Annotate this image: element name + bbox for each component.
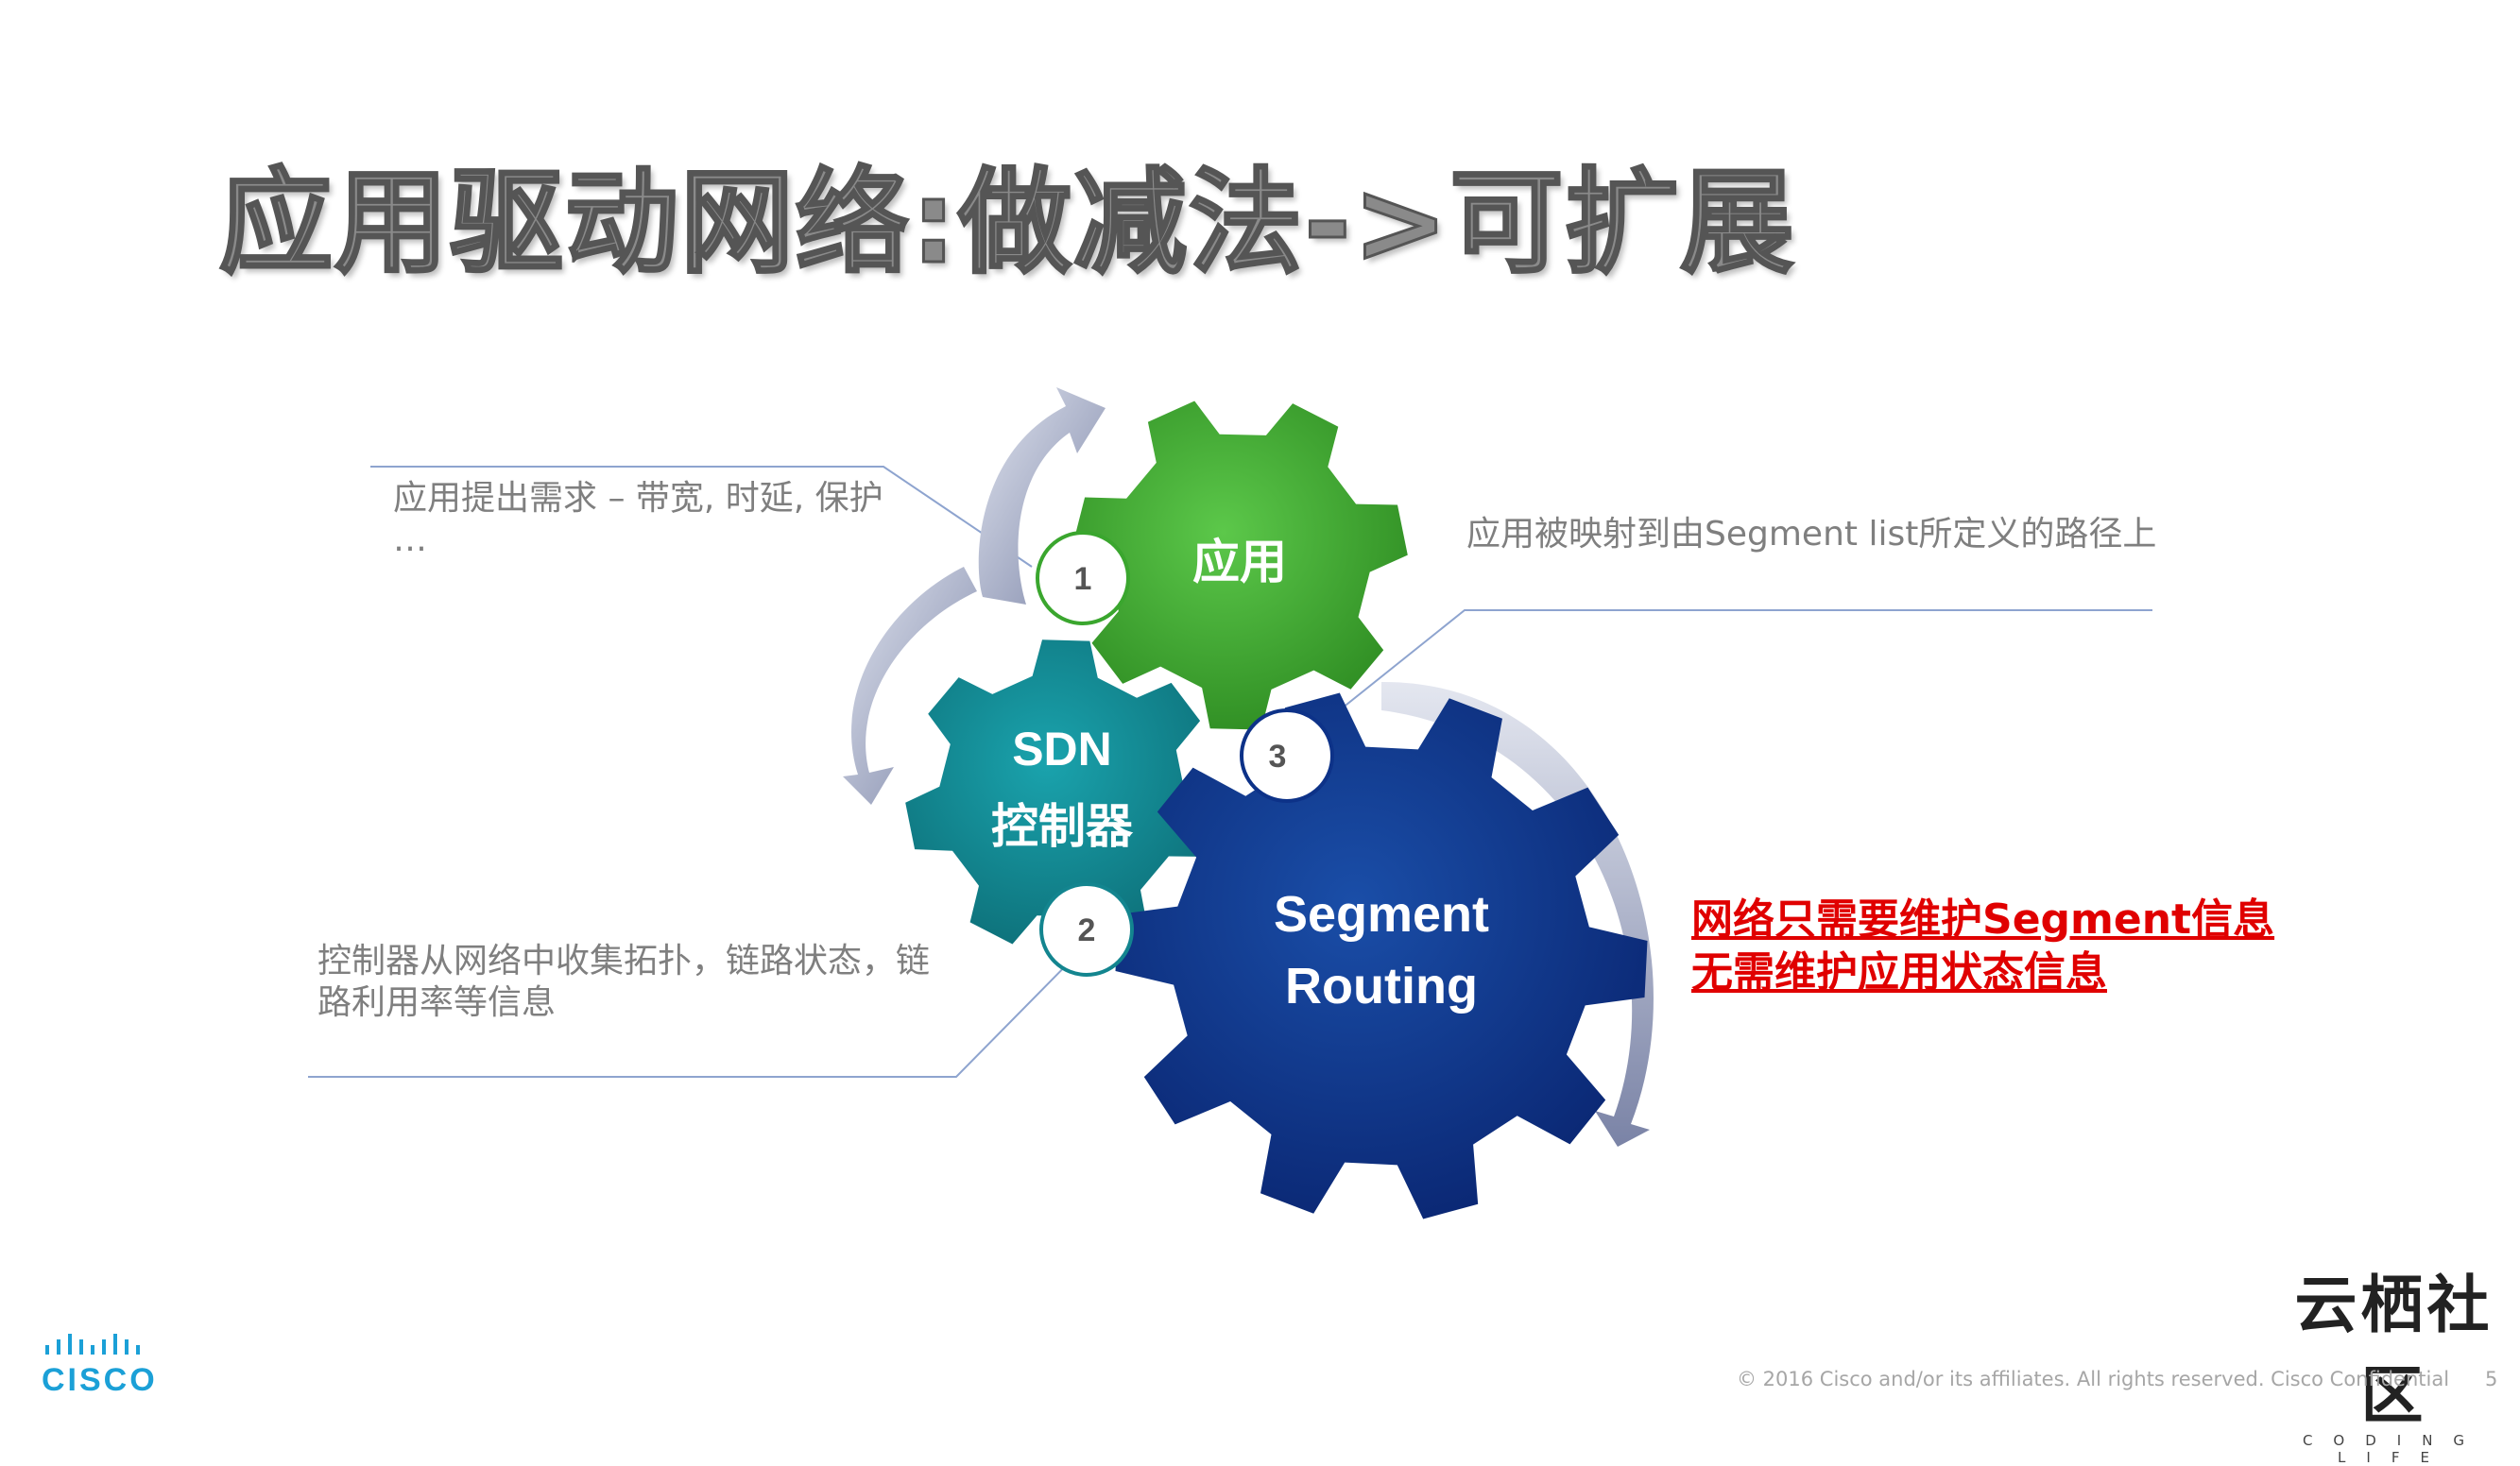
cisco-logo: CISCO [42,1330,158,1399]
highlight-note: 网络只需要维护Segment信息 无需维护应用状态信息 [1691,894,2274,999]
gear-sdn-label-line2: 控制器 [991,800,1134,853]
brand-logo: 云栖社区 CODING LIFE [2268,1254,2520,1466]
gear-diagram: 应用 SDN 控制器 Segment Routing 1 2 3 [0,0,2520,1417]
callout-app-requirements: 应用提出需求 – 带宽, 时延, 保护 … [393,478,884,561]
step-badge-1: 1 [1037,533,1128,623]
svg-text:2: 2 [1078,912,1096,948]
gear-sr-label-line2: Routing [1285,958,1478,1014]
callout-controller-collect: 控制器从网络中收集拓扑，链路状态，链路利用率等信息 [317,941,960,1024]
footer-copyright: © 2016 Cisco and/or its affiliates. All … [1737,1368,2449,1390]
step-badge-2: 2 [1041,884,1132,975]
gear-app-label: 应用 [1192,536,1287,588]
gear-sr-label-line1: Segment [1274,886,1489,943]
highlight-line1: 网络只需要维护Segment信息 [1691,894,2274,946]
svg-text:1: 1 [1074,561,1092,597]
callout-path-mapping: 应用被映射到由Segment list所定义的路径上 [1466,514,2156,555]
page-number: 5 [2485,1368,2497,1390]
cisco-bars-icon [42,1330,155,1358]
cisco-wordmark: CISCO [42,1362,158,1399]
svg-text:3: 3 [1269,739,1287,775]
highlight-line2: 无需维护应用状态信息 [1691,946,2274,999]
gear-sdn-label-line1: SDN [1012,723,1112,776]
step-badge-3: 3 [1242,710,1332,801]
brand-name: 云栖社区 [2268,1254,2520,1436]
brand-tagline: CODING LIFE [2268,1432,2520,1466]
